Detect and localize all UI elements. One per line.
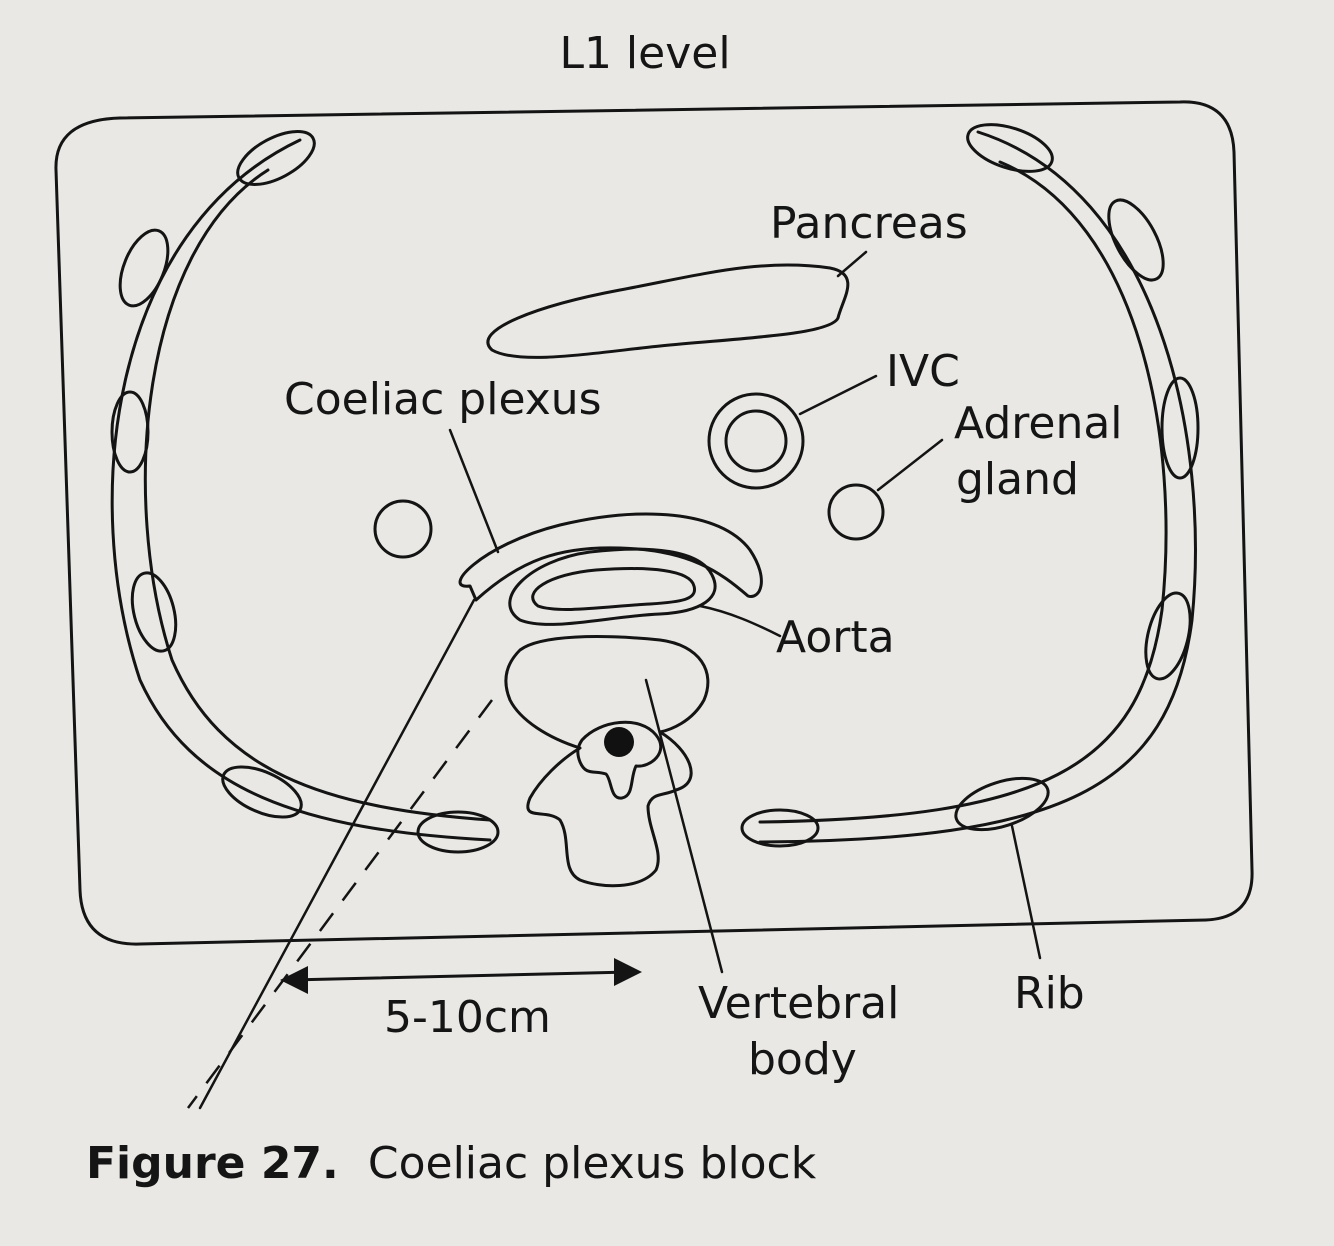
vertebral-label-line1: Vertebral xyxy=(698,978,899,1029)
figure-number: Figure 27. xyxy=(86,1138,339,1189)
rib-label: Rib xyxy=(1014,968,1085,1019)
figure-caption-text: Coeliac plexus block xyxy=(368,1138,817,1189)
aorta-label: Aorta xyxy=(776,612,895,663)
rib-segment xyxy=(954,776,1050,832)
rib-segment xyxy=(118,228,170,308)
rib-segment xyxy=(110,390,150,474)
rib-segment xyxy=(740,808,820,848)
adrenal-label-line2: gland xyxy=(956,454,1079,505)
adrenal-leader xyxy=(876,438,944,492)
ivc-vessel xyxy=(707,392,805,490)
distance-arrow xyxy=(280,958,642,994)
ivc-leader xyxy=(798,374,878,416)
coeliac-plexus-band xyxy=(458,512,763,602)
pancreas-label: Pancreas xyxy=(770,198,968,249)
aorta-leader xyxy=(698,604,782,638)
rib-segment xyxy=(416,810,500,854)
vertebral-body-shape xyxy=(504,635,710,888)
needle-path-dashed xyxy=(186,699,494,1109)
left-circle-structure xyxy=(373,499,433,559)
diagram-title: L1 level xyxy=(559,28,730,79)
coeliac-plexus-label: Coeliac plexus xyxy=(284,374,602,425)
body-outline xyxy=(54,100,1254,946)
adrenal-label-line1: Adrenal xyxy=(954,398,1123,449)
pancreas-leader xyxy=(836,250,868,278)
rib-segment xyxy=(966,123,1054,173)
rib-segment xyxy=(1107,198,1165,282)
coeliac-plexus-leader xyxy=(448,428,500,554)
rib-segment xyxy=(1160,376,1200,480)
spinal-cord-dot xyxy=(604,727,634,757)
ivc-label: IVC xyxy=(886,346,960,397)
rib-segment xyxy=(1144,591,1192,681)
vertebral-label-line2: body xyxy=(748,1034,857,1085)
needle-path-solid xyxy=(198,598,476,1110)
vertebral-body-leader xyxy=(644,678,724,974)
pancreas-shape xyxy=(486,263,850,359)
figure-caption: Figure 27. Coeliac plexus block xyxy=(86,1138,817,1189)
rib-segment xyxy=(130,571,178,653)
distance-label: 5-10cm xyxy=(384,992,551,1043)
aorta-vessel xyxy=(508,547,717,626)
left-rib-arc xyxy=(110,130,500,854)
rib-segment xyxy=(221,765,303,819)
rib-leader xyxy=(1010,824,1042,960)
right-rib-arc xyxy=(740,123,1200,848)
adrenal-gland-shape xyxy=(827,483,885,541)
rib-segment xyxy=(236,130,316,186)
